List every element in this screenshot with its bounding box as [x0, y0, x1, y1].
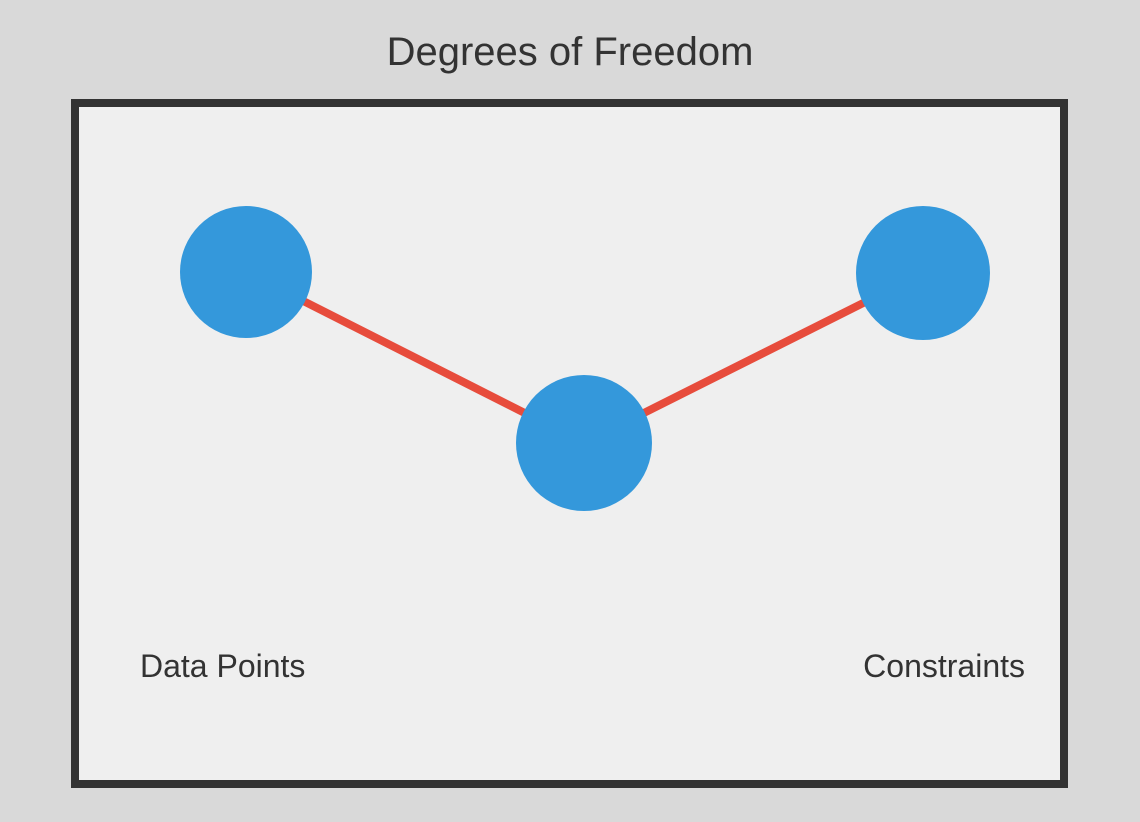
data-points-label: Data Points: [140, 648, 306, 684]
constraints-label: Constraints: [863, 648, 1025, 684]
page-title: Degrees of Freedom: [386, 30, 754, 74]
